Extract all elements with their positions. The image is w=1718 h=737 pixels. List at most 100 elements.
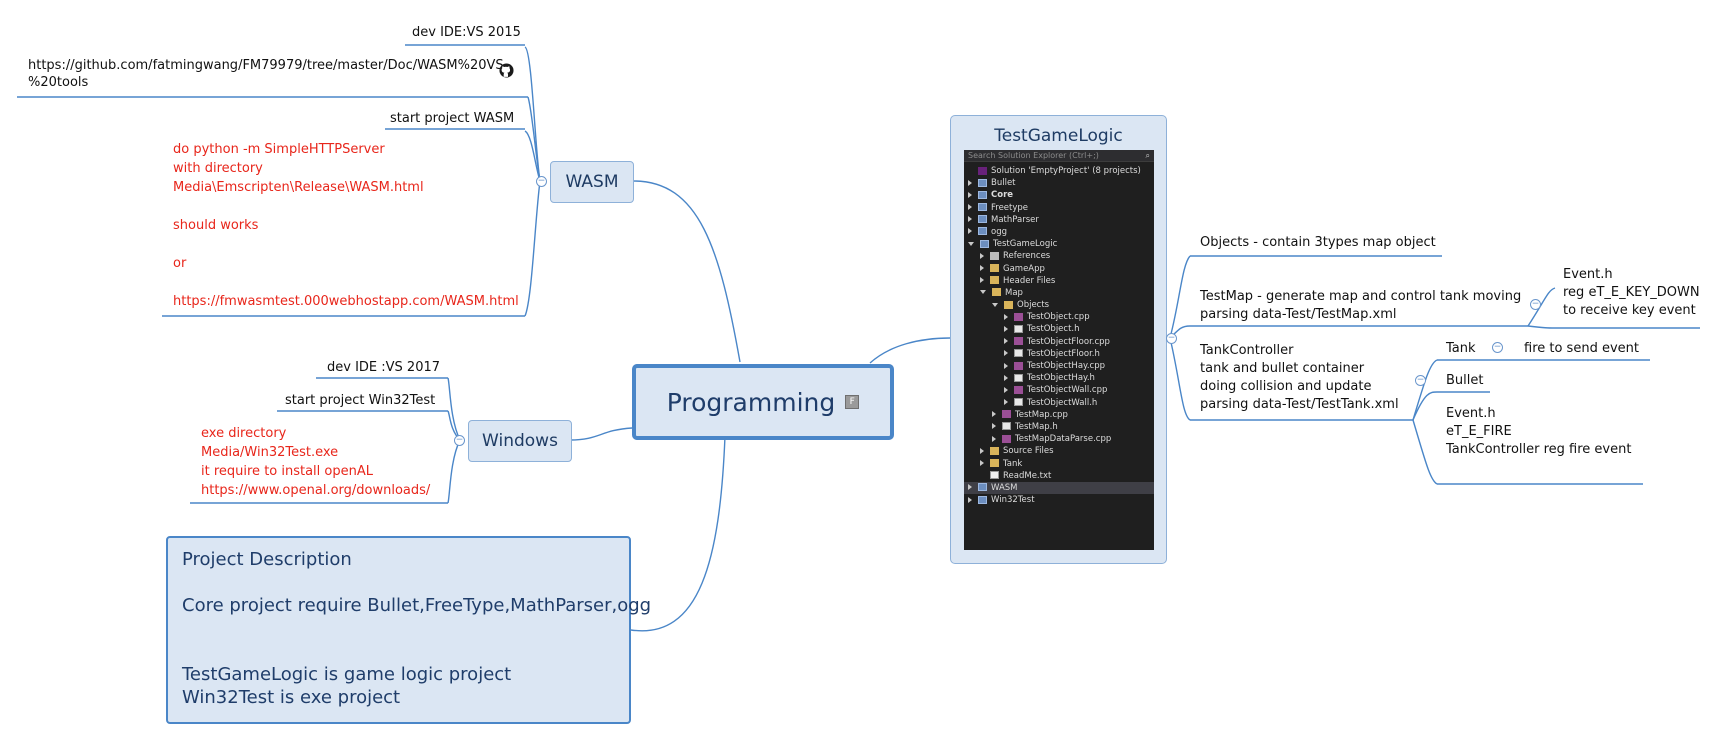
solution-tree-label: Core <box>991 190 1014 201</box>
solution-tree-label: MathParser <box>991 214 1039 225</box>
file-icon <box>1014 398 1023 407</box>
text-line: or <box>173 256 187 271</box>
solution-tree-label: Objects <box>1017 300 1050 311</box>
solution-tree-label: GameApp <box>1003 263 1045 274</box>
github-icon[interactable] <box>499 63 514 78</box>
collapsed-arrow-icon <box>968 484 972 491</box>
solution-tree-item: Solution 'EmptyProject' (8 projects) <box>964 165 1154 177</box>
collapse-tank-icon[interactable]: − <box>1492 342 1503 353</box>
text-line: Media/Win32Test.exe <box>201 445 339 460</box>
solution-tree-item: ReadMe.txt <box>964 470 1154 482</box>
file-icon <box>990 276 999 285</box>
wasm-notes: do python -m SimpleHTTPServer with direct… <box>173 140 519 311</box>
file-icon <box>990 471 999 480</box>
solution-tree-item: Win32Test <box>964 494 1154 506</box>
solution-tree-label: Source Files <box>1003 446 1054 457</box>
solution-tree-item: Bullet <box>964 177 1154 189</box>
objects-node: Objects - contain 3types map object <box>1200 235 1436 250</box>
solution-tree-label: Header Files <box>1003 275 1056 286</box>
collapse-wasm-icon[interactable]: − <box>536 176 547 187</box>
windows-start-project: start project Win32Test <box>285 393 436 408</box>
collapsed-arrow-icon <box>980 252 984 259</box>
collapsed-arrow-icon <box>1004 325 1008 332</box>
text-line: eT_E_FIRE <box>1446 424 1512 439</box>
file-icon <box>990 446 999 455</box>
wasm-github-link[interactable]: https://github.com/fatmingwang/FM79979/t… <box>28 58 504 90</box>
solution-tree-item: TestObjectFloor.cpp <box>964 336 1154 348</box>
collapsed-arrow-icon <box>968 204 972 211</box>
file-icon <box>1002 410 1011 419</box>
file-icon <box>978 227 987 236</box>
text-line: TestGameLogic is game logic project <box>182 664 512 685</box>
solution-tree-item: TestObjectHay.h <box>964 372 1154 384</box>
expanded-arrow-icon <box>980 290 986 295</box>
collapsed-arrow-icon <box>968 216 972 223</box>
solution-tree-label: Solution 'EmptyProject' (8 projects) <box>991 166 1141 176</box>
text-line: do python -m SimpleHTTPServer <box>173 142 385 157</box>
solution-tree-item: ogg <box>964 226 1154 238</box>
collapsed-arrow-icon <box>968 228 972 235</box>
file-icon <box>1014 385 1023 394</box>
text-line <box>173 197 519 216</box>
collapsed-arrow-icon <box>980 277 984 284</box>
collapsed-arrow-icon <box>1004 374 1008 381</box>
collapse-tankcontroller-icon[interactable]: − <box>1415 375 1426 386</box>
text-line: it require to install openAL <box>201 464 373 479</box>
note-flag-icon[interactable]: F <box>845 395 860 409</box>
solution-tree-label: TestGameLogic <box>993 239 1058 250</box>
central-topic-title: Programming <box>666 387 836 417</box>
wasm-topic[interactable]: WASM <box>550 161 634 203</box>
collapse-testmap-icon[interactable]: − <box>1530 299 1541 310</box>
collapse-windows-icon[interactable]: − <box>454 435 465 446</box>
text-line: tank and bullet container <box>1200 361 1365 376</box>
text-line: to receive key event <box>1563 303 1696 318</box>
collapse-testgamelogic-icon[interactable]: − <box>1166 333 1177 344</box>
solution-tree-item: MathParser <box>964 214 1154 226</box>
file-icon <box>990 264 999 272</box>
text-line: should works <box>173 218 259 233</box>
text-line: exe directory <box>201 426 287 441</box>
magnifier-icon: ⌕ <box>1145 151 1150 160</box>
collapsed-arrow-icon <box>1004 399 1008 406</box>
file-icon <box>978 483 987 492</box>
testmap-node: TestMap - generate map and control tank … <box>1200 289 1522 322</box>
windows-topic-label: Windows <box>482 431 558 451</box>
solution-tree-item: References <box>964 250 1154 262</box>
windows-topic[interactable]: Windows <box>468 420 572 462</box>
collapsed-arrow-icon <box>1004 350 1008 357</box>
wasm-start-project: start project WASM <box>390 111 515 126</box>
solution-tree-item: TestObjectWall.cpp <box>964 384 1154 396</box>
collapsed-arrow-icon <box>968 496 972 503</box>
text-line: reg eT_E_KEY_DOWN <box>1563 285 1700 300</box>
central-topic[interactable]: Programming F <box>632 364 894 440</box>
solution-tree-label: TestObjectWall.cpp <box>1027 385 1108 396</box>
solution-tree-label: TestObjectFloor.cpp <box>1027 336 1110 347</box>
solution-tree-item: Source Files <box>964 445 1154 457</box>
file-icon <box>1014 324 1023 333</box>
solution-tree-item: TestObjectHay.cpp <box>964 360 1154 372</box>
solution-tree-label: TestMapDataParse.cpp <box>1015 434 1112 445</box>
text-line: Project Description <box>182 549 352 570</box>
file-icon <box>1014 361 1023 370</box>
solution-tree-item: Objects <box>964 299 1154 311</box>
collapsed-arrow-icon <box>980 265 984 271</box>
wasm-dev-ide: dev IDE:VS 2015 <box>412 25 521 40</box>
solution-tree-label: TestObjectHay.cpp <box>1027 361 1106 371</box>
file-icon <box>990 251 999 260</box>
file-icon <box>978 178 987 187</box>
solution-tree-label: TestObjectHay.h <box>1027 373 1095 384</box>
solution-tree-label: Tank <box>1003 458 1023 469</box>
testgamelogic-title: TestGameLogic <box>994 126 1123 146</box>
file-icon <box>990 459 999 467</box>
testgamelogic-topic[interactable]: TestGameLogic Search Solution Explorer (… <box>950 115 1167 564</box>
solution-tree-label: Win32Test <box>991 495 1035 506</box>
text-line: with directory <box>173 161 263 176</box>
collapsed-arrow-icon <box>992 435 996 442</box>
connector-description <box>630 435 726 632</box>
file-icon <box>1014 349 1023 358</box>
wasm-topic-label: WASM <box>565 172 619 192</box>
